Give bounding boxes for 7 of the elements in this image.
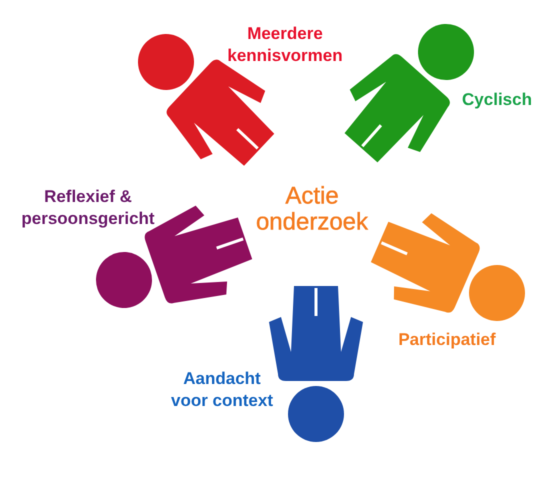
figure-label: Cyclisch [461, 88, 533, 111]
figure-label: Meerdere kennisvormen [226, 22, 344, 67]
figure-label: Reflexief & persoonsgericht [20, 186, 156, 230]
figure-label: Aandacht voor context [170, 368, 274, 412]
figure-label: Participatief [397, 328, 497, 351]
person-figure [370, 213, 525, 321]
center-label: Actie onderzoek [237, 184, 387, 236]
